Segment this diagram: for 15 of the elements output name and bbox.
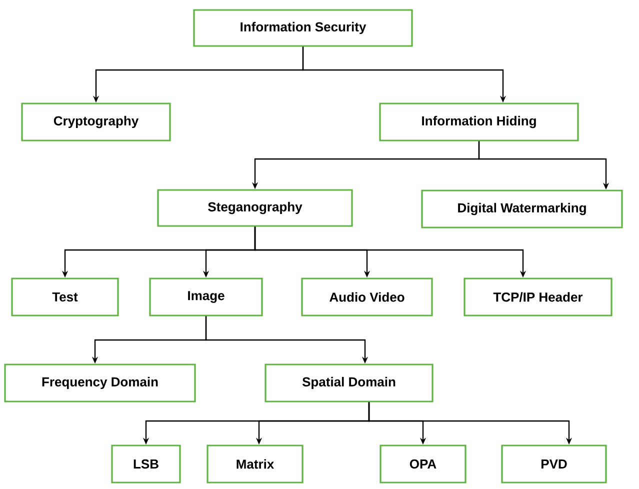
category-box: Information Hiding: [379, 102, 579, 142]
category-box: Test: [11, 278, 119, 316]
category-box: Audio Video: [301, 278, 433, 316]
category-box: Frequency Domain: [4, 364, 196, 402]
category-box: Image: [149, 278, 263, 316]
category-box: OPA: [380, 444, 466, 484]
category-box: TCP/IP Header: [464, 278, 612, 316]
category-box: Information Security: [193, 9, 413, 47]
category-box: LSB: [111, 444, 181, 484]
category-box: PVD: [501, 444, 607, 484]
category-box: Matrix: [206, 444, 304, 484]
category-box: Digital Watermarking: [421, 190, 623, 228]
category-box: Spatial Domain: [264, 364, 434, 402]
category-box: Steganography: [157, 189, 353, 227]
category-box: Cryptography: [21, 102, 171, 142]
